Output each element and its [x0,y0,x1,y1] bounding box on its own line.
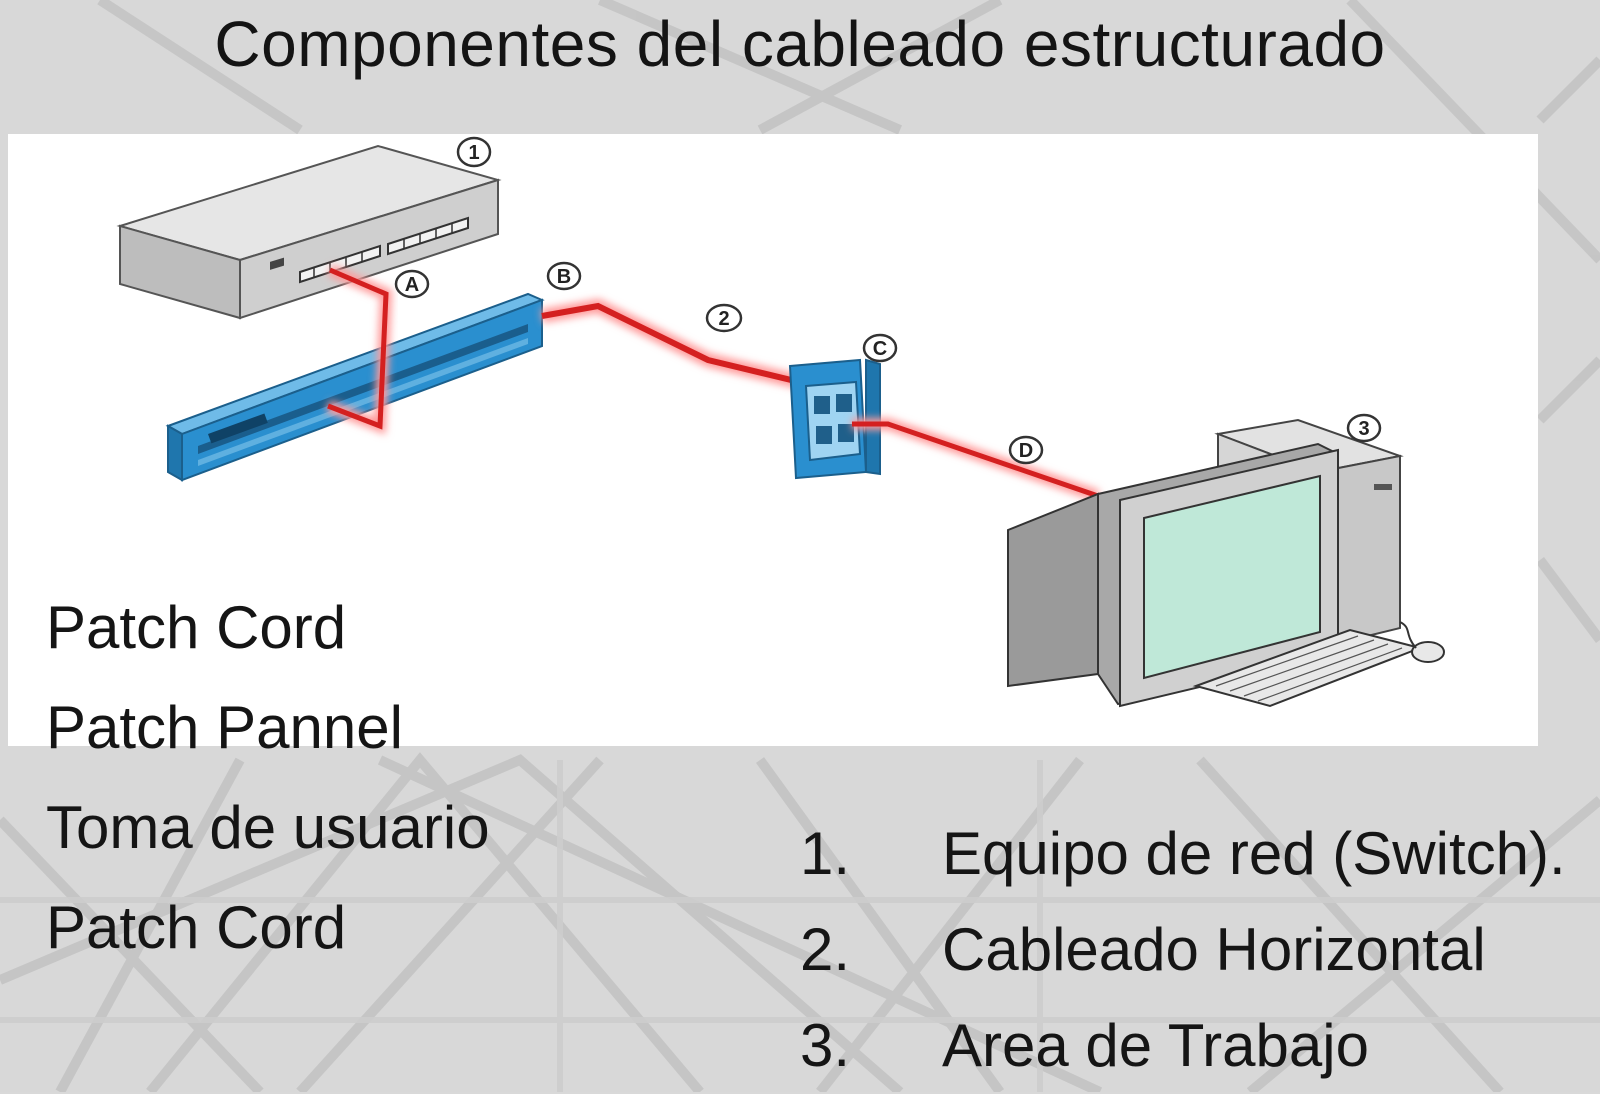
legend-item-b: Patch Pannel [46,694,403,761]
legend-number: 1. [800,820,851,887]
numbered-legend: 1. Equipo de red (Switch). 2. Cableado Hor… [800,806,1566,1094]
svg-text:B: B [557,266,571,288]
callout-b: B [546,261,582,291]
horizontal-cable [540,298,818,393]
legend-item-a: Patch Cord [46,594,347,661]
legend-row-1: 1. Equipo de red (Switch). [800,806,1566,902]
legend-number: 3. [800,1012,851,1079]
letter-legend: Patch Cord Patch Pannel Toma de usuario … [46,578,490,978]
cabling-diagram: 1 A B 2 C D 3 [8,134,1538,746]
workstation-computer [1007,418,1445,708]
callout-c: C [862,333,898,363]
patch-cord-d [852,418,1100,502]
callout-2: 2 [705,303,743,333]
svg-text:3: 3 [1358,418,1369,440]
legend-row-3: 3. Area de Trabajo [800,998,1566,1094]
legend-number: 2. [800,916,851,983]
callout-a: A [394,269,430,299]
callout-3: 3 [1346,413,1382,443]
legend-label: Cableado Horizontal [942,916,1486,983]
svg-text:A: A [405,274,419,296]
callout-d: D [1008,435,1044,465]
patch-panel [165,292,545,482]
svg-text:C: C [873,338,887,360]
patch-cord-a [325,264,393,435]
svg-text:D: D [1019,440,1033,462]
user-outlet [788,358,881,480]
svg-text:2: 2 [718,308,729,330]
callout-1: 1 [456,136,492,168]
slide-title: Componentes del cableado estructurado [214,8,1386,80]
legend-item-c: Toma de usuario [46,794,490,861]
legend-label: Area de Trabajo [942,1012,1369,1079]
network-switch [116,144,502,320]
legend-label: Equipo de red (Switch). [942,820,1566,887]
legend-row-2: 2. Cableado Horizontal [800,902,1566,998]
svg-text:1: 1 [468,142,479,164]
legend-item-d: Patch Cord [46,894,347,961]
